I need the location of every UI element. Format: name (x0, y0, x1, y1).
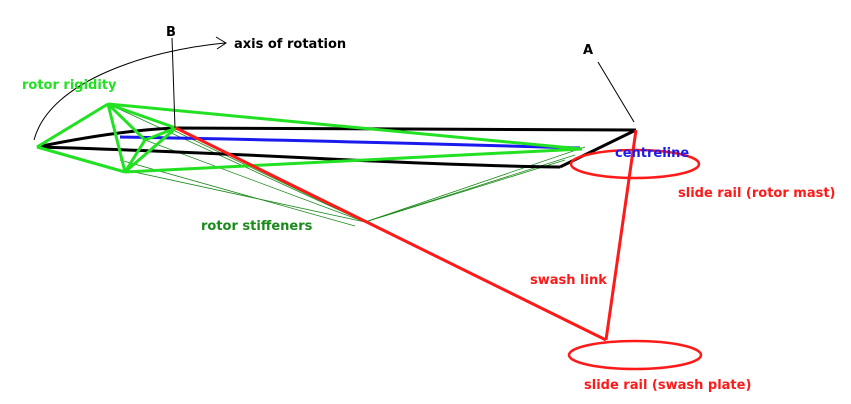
swash-link (175, 126, 638, 342)
label-rotor-stiffeners: rotor stiffeners (201, 219, 313, 234)
label-point-b: B (166, 25, 176, 40)
label-point-a: A (583, 43, 593, 58)
rotor-rigidity-frame (36, 102, 583, 174)
slide-rail-rotor-mast (569, 148, 701, 180)
centreline (119, 135, 581, 150)
rotor-stiffener-lines (107, 103, 586, 227)
point-b-pointer (171, 37, 176, 129)
label-slide-rail-swash-plate: slide rail (swash plate) (584, 378, 751, 393)
axis-of-rotation-arc (33, 42, 226, 141)
label-slide-rail-rotor-mast: slide rail (rotor mast) (678, 186, 836, 201)
slide-rail-swash-plate (567, 339, 703, 371)
axis-arrowhead-icon (215, 36, 227, 50)
label-centreline: centreline (615, 146, 689, 161)
label-axis-of-rotation: axis of rotation (234, 37, 346, 52)
label-swash-link: swash link (530, 273, 607, 288)
point-a-pointer (597, 61, 635, 123)
label-rotor-rigidity: rotor rigidity (22, 78, 117, 93)
